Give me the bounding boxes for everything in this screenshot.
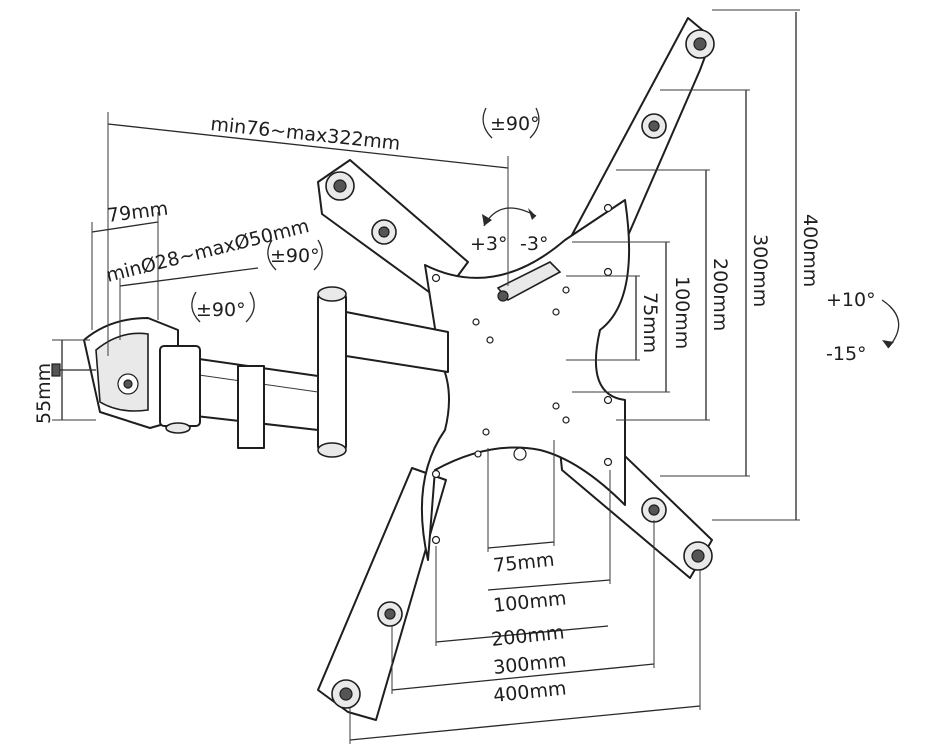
label-vesa-v-75: 75mm xyxy=(639,292,661,353)
label-vesa-v-300: 300mm xyxy=(749,234,771,307)
label-vesa-v-200: 200mm xyxy=(709,258,731,331)
dim-vesa-h-400 xyxy=(349,705,701,741)
label-pole-height: 79mm xyxy=(106,198,169,227)
dim-arm-extension xyxy=(107,123,509,169)
label-vesa-h-300: 300mm xyxy=(492,649,567,679)
label-vesa-h-100: 100mm xyxy=(492,587,567,617)
label-clamp-height: 55mm xyxy=(33,363,55,424)
label-tilt-plus: +10° xyxy=(826,289,876,311)
label-rotate-minus: -3° xyxy=(520,233,548,255)
plate-arm-lower-left xyxy=(317,467,447,721)
dim-pole-diameter xyxy=(119,267,259,287)
swivel-top-arrow-left xyxy=(482,107,493,139)
dimension-lines xyxy=(52,9,800,744)
rotation-indicators xyxy=(191,107,900,349)
label-swivel-top: ±90° xyxy=(490,113,540,135)
plate-center-body xyxy=(420,199,631,561)
dim-vesa-h-300 xyxy=(391,663,655,691)
label-swivel-mid: ±90° xyxy=(270,245,320,267)
arm-upper-link xyxy=(345,311,449,373)
dim-vesa-h-75 xyxy=(487,541,555,549)
swivel-low-arrow-right xyxy=(245,291,255,323)
label-rotate-plus: +3° xyxy=(470,233,508,255)
swivel-mid-arrow-left xyxy=(267,239,277,271)
label-vesa-v-400: 400mm xyxy=(799,214,821,287)
swing-arm-assembly xyxy=(51,286,449,458)
label-vesa-v-100: 100mm xyxy=(671,276,693,349)
label-vesa-h-400: 400mm xyxy=(492,677,567,707)
swivel-mid-arrow-right xyxy=(313,239,323,271)
dim-vesa-h-200 xyxy=(435,625,609,643)
vesa-mounting-plate xyxy=(317,17,715,721)
label-vesa-h-75: 75mm xyxy=(492,549,555,577)
arm-sleeve-band xyxy=(237,365,265,449)
dim-pole-height xyxy=(91,221,159,233)
swivel-top-arrow-right xyxy=(529,107,540,139)
label-swivel-low: ±90° xyxy=(196,299,246,321)
rotate-arrow xyxy=(483,207,537,227)
arm-pivot-post xyxy=(317,291,347,453)
label-vesa-h-200: 200mm xyxy=(490,621,565,651)
clamp-collar xyxy=(159,345,201,427)
swivel-low-arrow-left xyxy=(191,291,201,323)
label-tilt-minus: -15° xyxy=(826,343,867,365)
vesa-hole-pattern xyxy=(431,203,613,545)
dim-vesa-h-100 xyxy=(487,579,611,591)
label-arm-extension: min76~max322mm xyxy=(209,113,401,155)
